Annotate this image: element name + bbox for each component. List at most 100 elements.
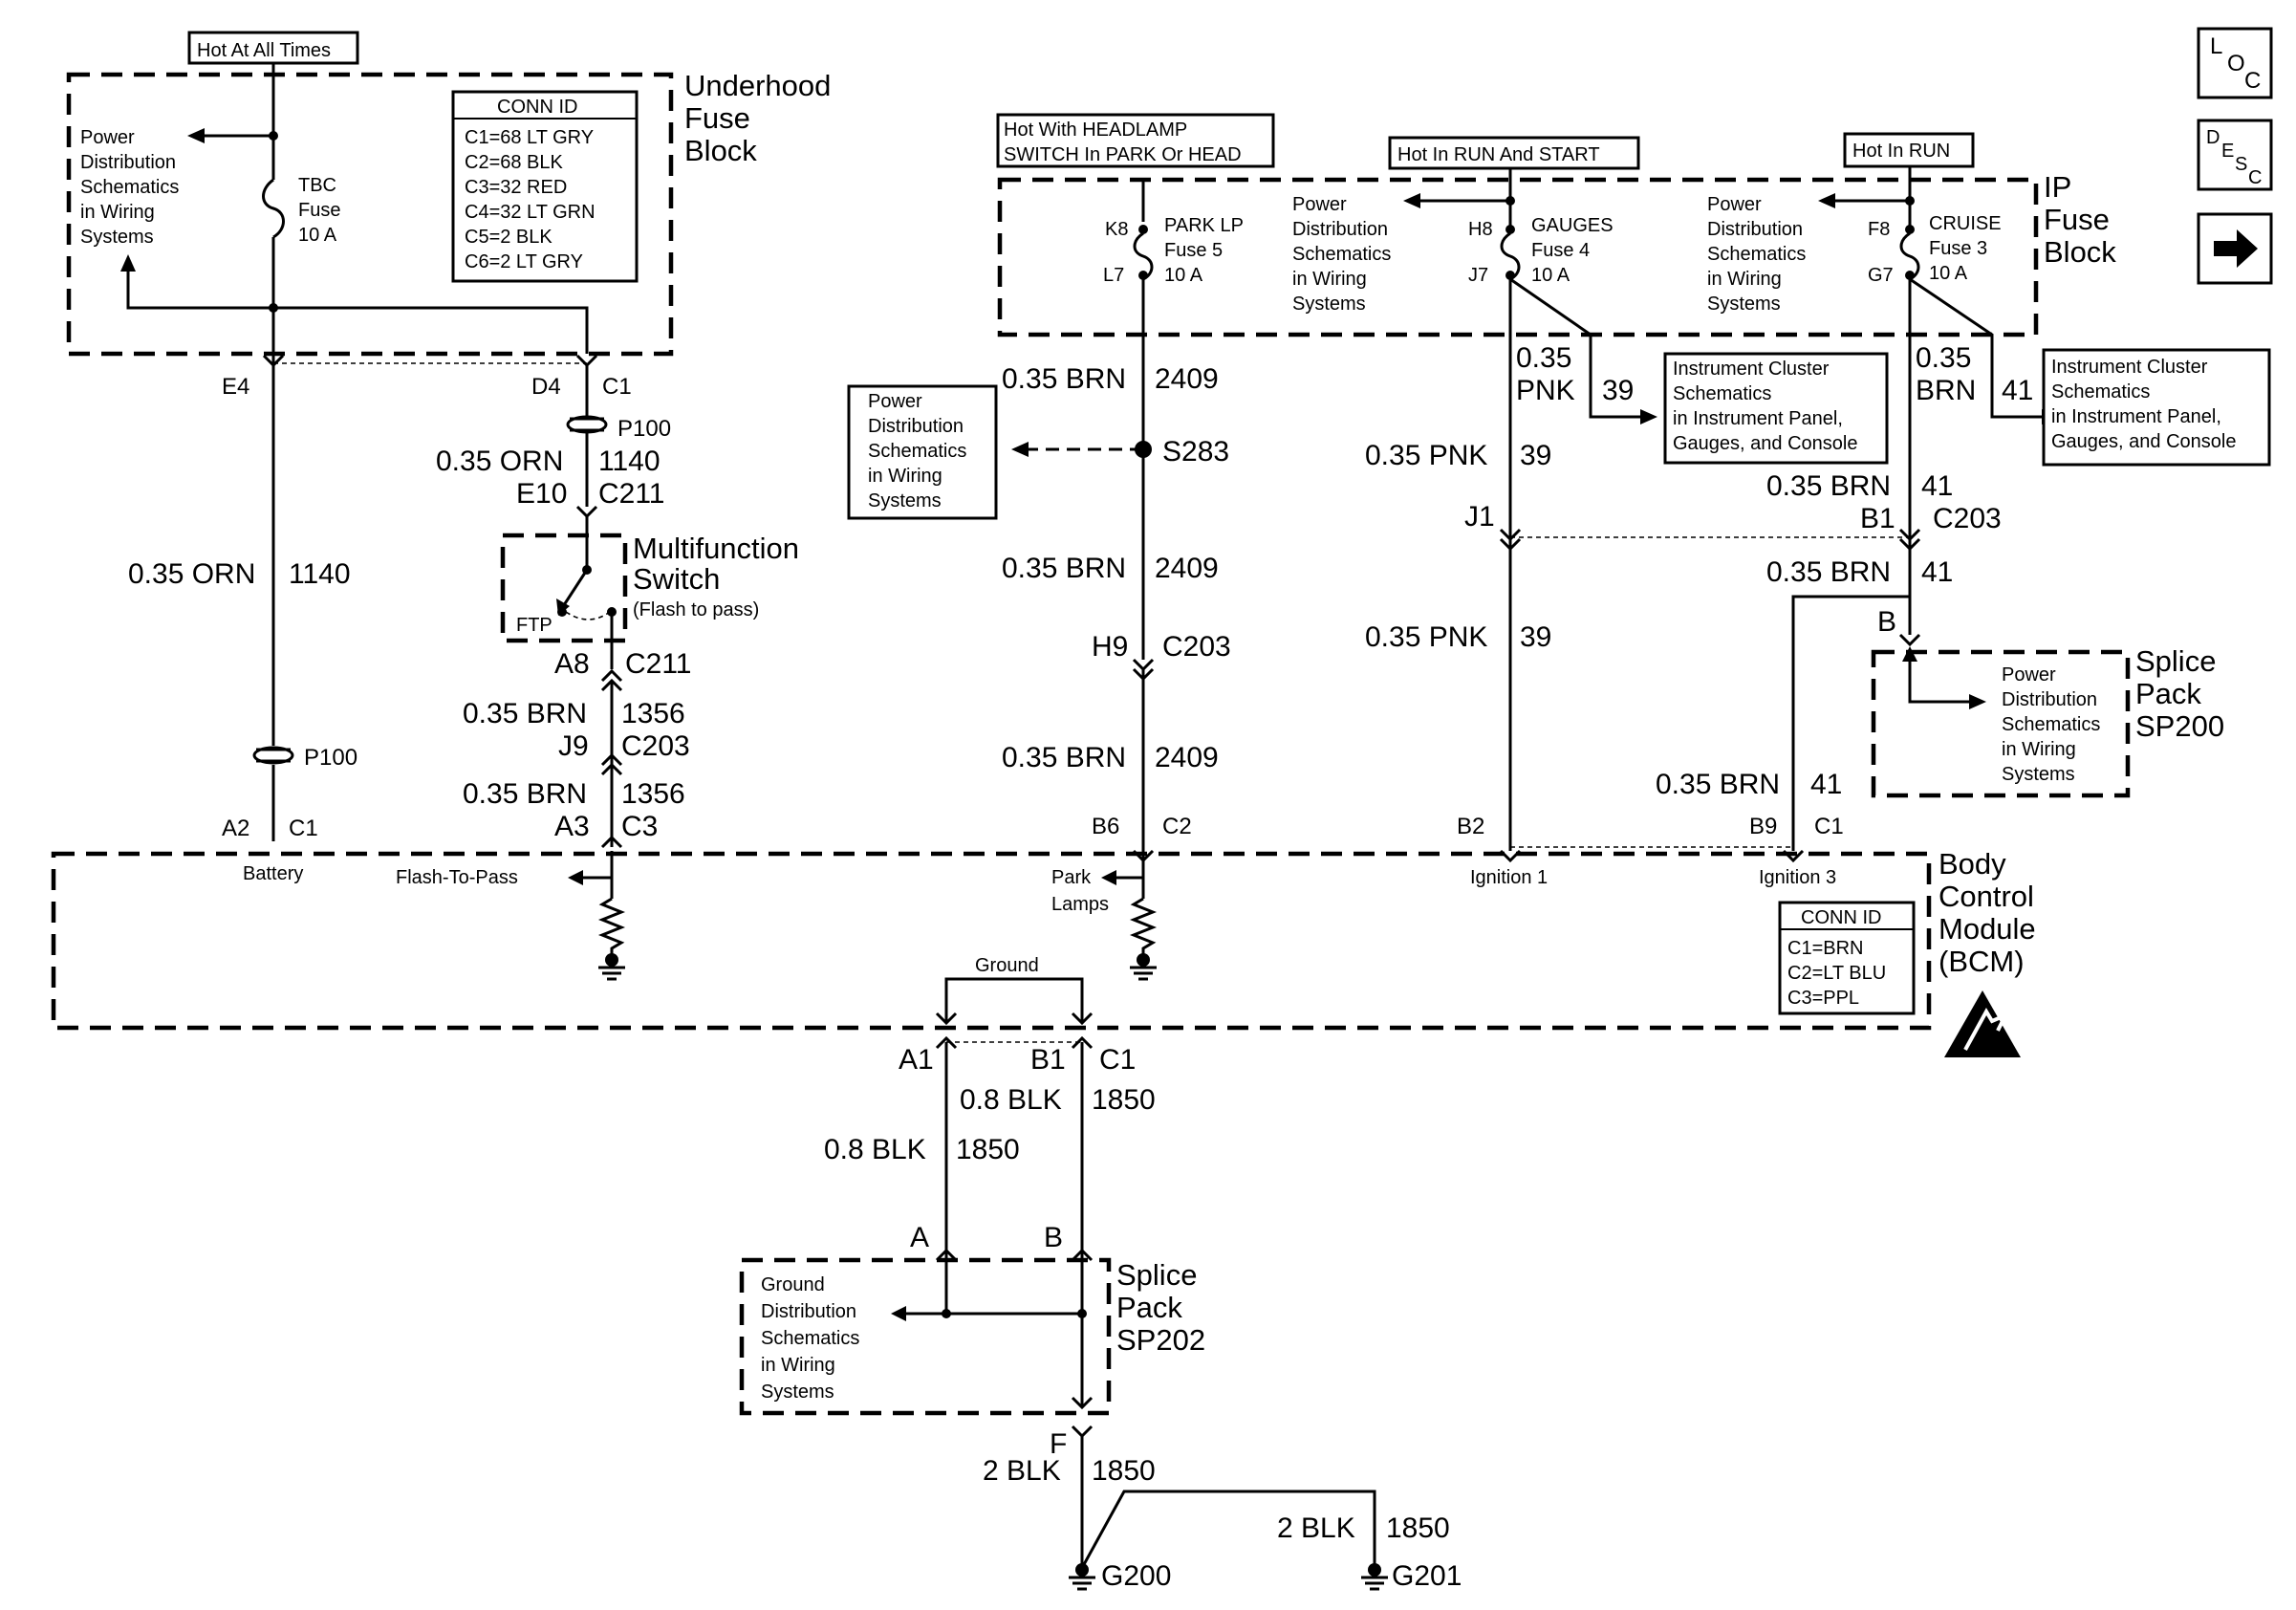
underhood-fuse-block-outline xyxy=(66,72,674,357)
p100-inline-connector-a xyxy=(566,415,608,434)
tbc-fuse-label-3: 10 A xyxy=(298,225,337,246)
power-distribution-ref-3-box xyxy=(847,384,998,520)
pin-a1: A1 xyxy=(899,1044,934,1076)
conn-c1-bottom: C1 xyxy=(1099,1044,1136,1076)
conn-c211-b: C211 xyxy=(625,648,692,680)
wire-0.35-brn-41-a: 0.35 xyxy=(1916,342,1971,374)
conn-id-box-1 xyxy=(451,90,639,283)
pin-b-sp200: B xyxy=(1877,606,1896,638)
ground-icon-2 xyxy=(1130,953,1157,981)
pin-b1-top: B1 xyxy=(1860,503,1895,534)
wire-0.35-pnk-a-2: PNK xyxy=(1516,375,1575,406)
bcm-battery-label: Battery xyxy=(243,863,303,884)
pin-b-sp202: B xyxy=(1044,1222,1063,1253)
ground-icon-g200 xyxy=(1069,1563,1095,1591)
power-distribution-ref-1-4: in Wiring xyxy=(80,202,155,223)
conn-c3: C3 xyxy=(621,811,658,842)
wire-0.35-brn-1356-b: 0.35 BRN xyxy=(463,778,587,810)
pin-a2: A2 xyxy=(222,816,249,841)
circuit-41-a: 41 xyxy=(2002,375,2033,406)
circuit-1850-d: 1850 xyxy=(1386,1512,1450,1544)
pin-f8: F8 xyxy=(1868,219,1890,240)
pin-g7: G7 xyxy=(1868,265,1894,286)
underhood-fuse-block-label-2: Fuse xyxy=(684,101,750,135)
ground-icon-g201 xyxy=(1361,1563,1388,1591)
wire-0.35-brn-41-a-2: BRN xyxy=(1916,375,1976,406)
power-distribution-ref-1-3: Schematics xyxy=(80,177,179,198)
bcm-label: Body xyxy=(1939,847,2006,881)
bcm-label-2: Control xyxy=(1939,880,2034,913)
wire-0.35-brn-2409-c: 0.35 BRN xyxy=(1002,742,1126,773)
desc-icon-c: C xyxy=(2248,167,2262,188)
conn-c2: C2 xyxy=(1162,814,1192,839)
conn-c203-a: C203 xyxy=(621,730,690,762)
splice-pack-sp202-label-3: SP202 xyxy=(1116,1323,1205,1357)
conn-id-1-title: CONN ID xyxy=(497,97,577,118)
pin-b2: B2 xyxy=(1457,814,1484,839)
loc-icon-l: L xyxy=(2210,33,2222,59)
instrument-cluster-ref-1-4: Gauges, and Console xyxy=(1673,433,1857,454)
circuit-2409-b: 2409 xyxy=(1155,553,1219,584)
conn-c203-c: C203 xyxy=(1933,503,2002,534)
hot-at-all-times-label: Hot At All Times xyxy=(197,40,331,61)
next-arrow-icon[interactable] xyxy=(2197,212,2273,285)
power-distribution-ref-6-3: Schematics xyxy=(2002,714,2100,735)
desc-icon[interactable]: D E S C xyxy=(2197,119,2273,191)
wire-0.35-brn-2409-a: 0.35 BRN xyxy=(1002,363,1126,395)
loc-icon-o: O xyxy=(2227,51,2245,76)
ground-g200-label: G200 xyxy=(1101,1560,1171,1592)
power-distribution-ref-6-4: in Wiring xyxy=(2002,739,2076,760)
wire-0.35-brn-41-d: 0.35 BRN xyxy=(1656,769,1780,800)
ip-fuse-block-label-2: Fuse xyxy=(2044,203,2110,236)
circuit-1140-left: 1140 xyxy=(289,558,351,590)
ground-distribution-ref-5: Systems xyxy=(761,1382,834,1403)
hot-run-start-box xyxy=(1388,136,1640,170)
conn-id-1-c5: C5=2 BLK xyxy=(465,227,552,248)
pin-h8: H8 xyxy=(1468,219,1493,240)
splice-pack-sp200-outline xyxy=(1871,649,2131,798)
wire-0.35-brn-2409-b: 0.35 BRN xyxy=(1002,553,1126,584)
gauges-fuse-label-3: 10 A xyxy=(1531,265,1570,286)
pin-e10: E10 xyxy=(516,478,567,510)
instrument-cluster-ref-1-3: in Instrument Panel, xyxy=(1673,408,1843,429)
instrument-cluster-ref-1-2: Schematics xyxy=(1673,383,1771,404)
wire-0.35-orn-left: 0.35 ORN xyxy=(128,558,255,590)
wire-2-blk-b: 2 BLK xyxy=(1277,1512,1355,1544)
splice-pack-sp202-label: Splice xyxy=(1116,1258,1197,1292)
ground-distribution-ref-3: Schematics xyxy=(761,1328,859,1349)
desc-icon-s: S xyxy=(2235,154,2247,175)
park-lp-fuse-label-2: Fuse 5 xyxy=(1164,240,1223,261)
pin-l7: L7 xyxy=(1103,265,1124,286)
ground-g201-label: G201 xyxy=(1392,1560,1462,1592)
wire-0.8-blk-b: 0.8 BLK xyxy=(960,1084,1062,1116)
conn-id-box-2 xyxy=(1778,901,1916,1015)
circuit-1140-center: 1140 xyxy=(598,446,661,477)
conn-c203-b: C203 xyxy=(1162,631,1231,663)
pin-j1: J1 xyxy=(1464,501,1495,533)
multifunction-switch-label-2: Switch xyxy=(633,562,720,596)
wire-0.35-pnk-b: 0.35 PNK xyxy=(1365,440,1487,471)
conn-id-2-c2: C2=LT BLU xyxy=(1787,963,1886,984)
power-distribution-ref-6: Power xyxy=(2002,664,2056,685)
power-distribution-ref-3-2: Distribution xyxy=(868,416,964,437)
esd-warning-icon xyxy=(1944,990,2021,1057)
tbc-fuse-label: TBC xyxy=(298,175,336,196)
loc-icon-c: C xyxy=(2244,68,2261,94)
pin-b6: B6 xyxy=(1092,814,1119,839)
circuit-41-d: 41 xyxy=(1810,769,1842,800)
instrument-cluster-ref-2: Instrument Cluster xyxy=(2051,357,2208,378)
circuit-41-c: 41 xyxy=(1921,556,1953,588)
loc-icon[interactable]: L O C xyxy=(2197,27,2273,99)
instrument-cluster-ref-1-box xyxy=(1663,352,1889,465)
power-distribution-ref-3-3: Schematics xyxy=(868,441,966,462)
multifunction-switch-label-3: (Flash to pass) xyxy=(633,599,759,620)
tbc-fuse-label-2: Fuse xyxy=(298,200,340,221)
ip-fuse-block-label: IP xyxy=(2044,170,2071,204)
splice-s283: S283 xyxy=(1162,436,1229,468)
conn-c211-a: C211 xyxy=(598,478,665,510)
ground-distribution-ref: Ground xyxy=(761,1274,825,1295)
power-distribution-ref-4-2: Distribution xyxy=(1292,219,1388,240)
wire-0.35-orn-center: 0.35 ORN xyxy=(436,446,563,477)
pin-k8: K8 xyxy=(1105,219,1128,240)
instrument-cluster-ref-2-2: Schematics xyxy=(2051,381,2150,402)
